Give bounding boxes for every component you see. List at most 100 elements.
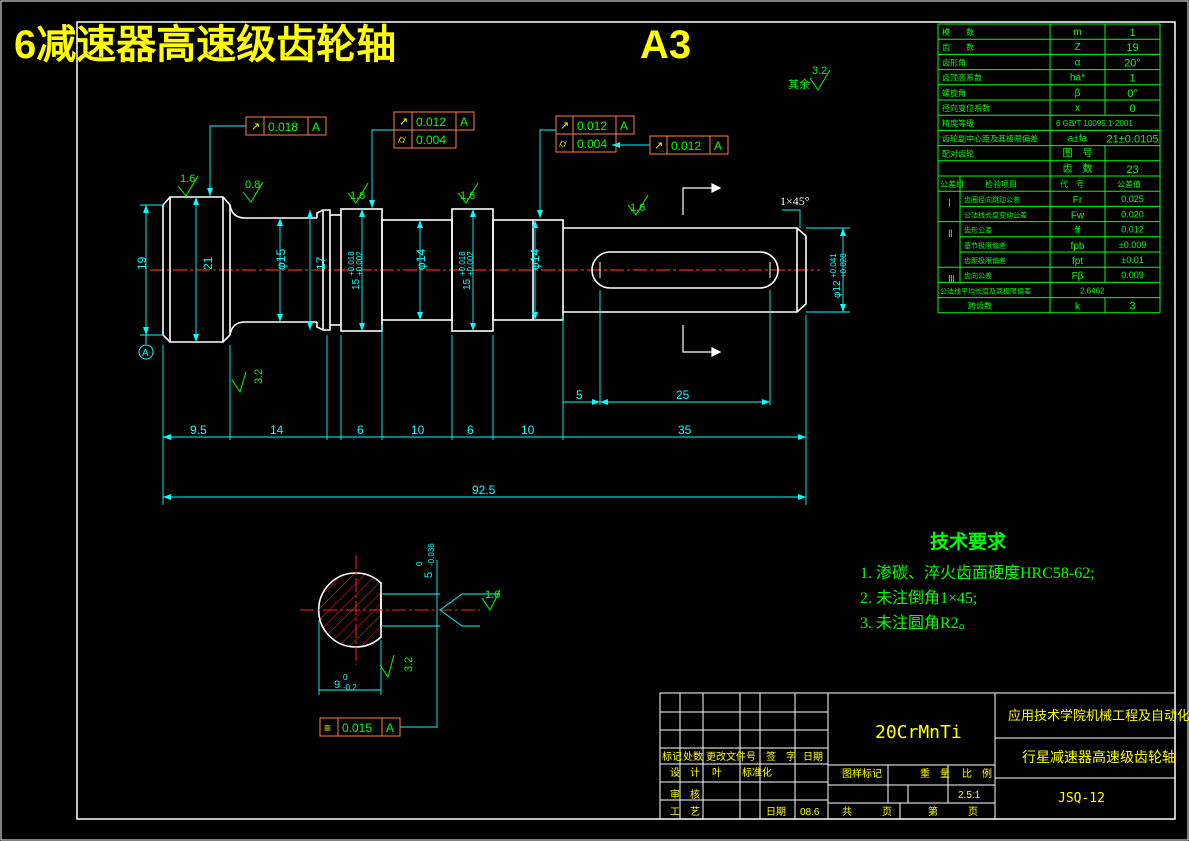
section-roughness-value-2: 3.2 bbox=[403, 657, 415, 672]
roughness-rest-value: 3.2 bbox=[812, 65, 827, 77]
roughness-rest-symbol bbox=[809, 69, 831, 91]
tb-h-mark: 标记 bbox=[662, 751, 682, 763]
gear-param-symbol: 图 号 bbox=[1063, 148, 1093, 160]
sheet-size: A3 bbox=[640, 23, 691, 67]
section-depth-tol-lo: -0.036 bbox=[427, 543, 436, 566]
tb-weight: 重 量 bbox=[920, 767, 950, 780]
section-view: 1.6 3.2 5 0 -0.036 9 0 -0.2 ≡ 0.015 A bbox=[300, 543, 501, 737]
title-block: 20CrMnTi 应用技术学院机械工程及自动化04-1 行星减速器高速级齿轮轴 … bbox=[659, 692, 1189, 820]
dim-dia-12-tol-up: +0.041 bbox=[829, 253, 838, 278]
tol-item-name: 基节极限偏差 bbox=[964, 241, 1006, 250]
tol-group-label: Ⅰ bbox=[948, 198, 951, 209]
tol-7-datum: A bbox=[386, 721, 394, 735]
gear-param-symbol: α bbox=[1075, 57, 1081, 68]
runout-icon: ↗ bbox=[654, 140, 663, 152]
gear-param-name: 模 数 bbox=[942, 27, 974, 37]
tol-2-datum: A bbox=[460, 115, 468, 129]
tol-group-label: Ⅲ bbox=[948, 274, 955, 285]
scale-value: 2.5:1 bbox=[958, 790, 981, 801]
gear-param-symbol: Z bbox=[1074, 42, 1080, 53]
tb-h-date: 日期 bbox=[803, 751, 823, 763]
dim-dia-15a-tol-lo: +0.002 bbox=[355, 251, 364, 276]
runout-icon: ↗ bbox=[560, 120, 569, 132]
tb-page-2: 页 bbox=[968, 806, 978, 818]
gear-param-name: 齿 数 bbox=[942, 42, 974, 52]
gear-footer-name: 公法线平均长度及其极限偏差 bbox=[940, 286, 1031, 295]
tech-req-item-3: 3. 未注圆角R2。 bbox=[860, 614, 975, 632]
dim-key-offset: 5 bbox=[576, 388, 583, 402]
datum-a-label: A bbox=[142, 348, 149, 359]
tol-item-name: 齿向公差 bbox=[964, 271, 992, 280]
part-name: 行星减速器高速级齿轮轴 bbox=[1022, 749, 1176, 766]
dim-len-6: 10 bbox=[521, 423, 535, 437]
gear-param-symbol: β bbox=[1075, 88, 1081, 99]
tol-item-name: 公法线长度变动公差 bbox=[964, 210, 1027, 219]
gear-param-name: 齿形角 bbox=[942, 57, 966, 67]
gear-param-value: 21±0.0105 bbox=[1107, 133, 1159, 145]
tb-h-sign: 签 字 bbox=[766, 750, 796, 763]
dim-dia-15a-tol-up: +0.018 bbox=[347, 251, 356, 276]
dim-len-3: 6 bbox=[357, 423, 364, 437]
tol-item-value: 0.009 bbox=[1121, 270, 1144, 280]
dim-len-2: 14 bbox=[270, 423, 284, 437]
tolerance-frame-2: ↗ ⌭ 0.012 A 0.004 bbox=[393, 111, 475, 149]
dim-len-7: 35 bbox=[678, 423, 692, 437]
roughness-value-6: 3.2 bbox=[253, 369, 265, 384]
tol-item-code: Fr bbox=[1073, 195, 1083, 206]
tol-4-value: 0.012 bbox=[577, 119, 607, 133]
dim-len-4: 10 bbox=[411, 423, 425, 437]
symmetry-icon: ≡ bbox=[324, 721, 331, 735]
gear-param-value: 1 bbox=[1129, 73, 1135, 85]
dimension-arrowheads bbox=[143, 142, 846, 500]
gear-param-name: 螺旋角 bbox=[942, 88, 966, 98]
dim-dia-14: φ14 bbox=[414, 249, 428, 270]
cylindricity-icon: ⌭ bbox=[559, 138, 567, 150]
cylindricity-icon: ⌭ bbox=[398, 134, 406, 146]
tb-page: 页 bbox=[882, 806, 892, 818]
tb-scale: 比 例 bbox=[962, 767, 992, 780]
gear-param-value: 1 bbox=[1129, 27, 1135, 39]
gear-footer-symbol: k bbox=[1075, 302, 1081, 313]
dim-dia-19: 19 bbox=[135, 256, 149, 270]
dim-dia-15a: 15 bbox=[351, 278, 362, 290]
tol-item-value: ±0.009 bbox=[1119, 240, 1146, 250]
tol-item-code: ff bbox=[1075, 226, 1081, 237]
school-name: 应用技术学院机械工程及自动化04-1 bbox=[1008, 708, 1189, 723]
tb-pattern-mark: 图样标记 bbox=[842, 767, 882, 780]
section-roughness-value: 1.6 bbox=[485, 589, 500, 601]
tol-item-code: fpb bbox=[1071, 241, 1085, 252]
roughness-value-5: 1.6 bbox=[630, 202, 645, 214]
gear-param-value: 0 bbox=[1129, 103, 1135, 115]
section-depth: 5 bbox=[423, 572, 435, 578]
tech-req-heading: 技术要求 bbox=[930, 530, 1007, 553]
gear-param-name: 齿轮副中心距及其极限偏差 bbox=[942, 133, 1038, 143]
runout-icon: ↗ bbox=[399, 116, 408, 128]
tol-item-name: 齿距极限偏差 bbox=[964, 256, 1006, 265]
tol-5-value: 0.004 bbox=[577, 137, 607, 151]
gear-param-value: 0° bbox=[1127, 88, 1138, 100]
gear-param-symbol: x bbox=[1075, 103, 1080, 114]
tb-process: 工 艺 bbox=[670, 806, 700, 818]
roughness-value-1: 1.6 bbox=[180, 173, 195, 185]
dim-dia-12-tol-lo: +0.028 bbox=[839, 253, 848, 278]
tol-item-value: 0.020 bbox=[1121, 209, 1144, 219]
section-depth-tol-up: 0 bbox=[415, 561, 424, 566]
dim-len-1: 9.5 bbox=[190, 423, 207, 437]
tech-req-item-2: 2. 未注倒角1×45; bbox=[860, 589, 977, 607]
section-width-tol-lo: -0.2 bbox=[343, 683, 357, 692]
dim-dia-14b: φ14 bbox=[528, 249, 542, 270]
tol-table-header-group: 公差组 bbox=[940, 179, 964, 189]
dim-key-length: 25 bbox=[676, 388, 690, 402]
shaft-outline bbox=[162, 196, 807, 343]
roughness-value-2: 0.8 bbox=[245, 179, 260, 191]
tol-item-value: 0.025 bbox=[1121, 194, 1144, 204]
roughness-value-3: 1.6 bbox=[350, 190, 365, 202]
gear-footer-value-2: 3 bbox=[1129, 301, 1135, 313]
dimension-texts: 9.5 14 6 10 6 10 35 92.5 5 25 19 21 φ15 … bbox=[135, 249, 692, 497]
dim-len-5: 6 bbox=[467, 423, 474, 437]
gear-param-name: 径向变位系数 bbox=[942, 103, 990, 113]
roughness-rest-label: 其余 bbox=[788, 77, 810, 91]
tol-table-header-value: 公差值 bbox=[1117, 179, 1141, 189]
tol-table-header-item: 检验项目 bbox=[985, 179, 1017, 189]
